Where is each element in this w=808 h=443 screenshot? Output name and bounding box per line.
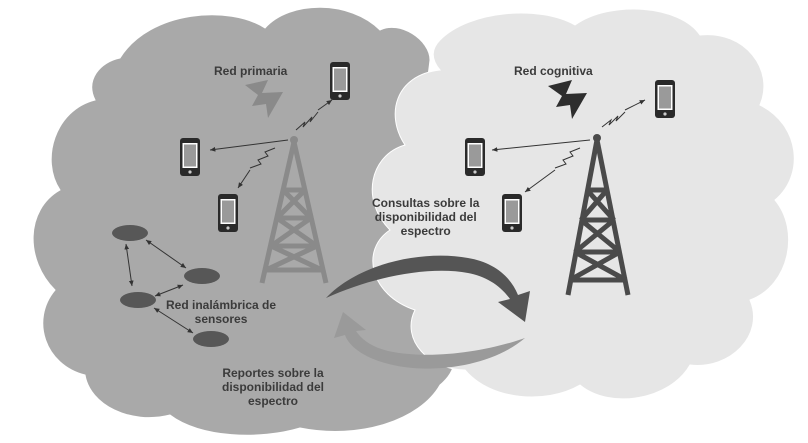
spectrum-queries-label: Consultas sobre la disponibilidad del es…: [372, 196, 479, 238]
link-arrow: [524, 169, 556, 193]
lightning-bolt-icon: [548, 80, 587, 119]
radio-wave: [249, 147, 276, 169]
link-arrow: [491, 139, 591, 152]
radio-wave: [554, 147, 581, 169]
sensor-network-label: Red inalámbrica de sensores: [166, 298, 276, 326]
primary-network-label: Red primaria: [214, 64, 288, 78]
link-arrow: [237, 169, 251, 189]
smartphone-icon: [218, 194, 238, 232]
smartphone-icon: [655, 80, 675, 118]
spectrum-reports-line-1: Reportes sobre la: [222, 366, 324, 380]
link-arrow: [209, 139, 289, 152]
radio-wave: [601, 111, 626, 128]
smartphone-icon: [465, 138, 485, 176]
spectrum-queries-line-2: disponibilidad del: [374, 210, 477, 224]
query-arrow: [326, 255, 530, 322]
sensor-links: [124, 239, 194, 334]
smartphone-icon: [330, 62, 350, 100]
radio-waves: [249, 111, 626, 169]
smartphone-icon: [180, 138, 200, 176]
cell-tower-icon: [259, 136, 329, 284]
spectrum-reports-line-3: espectro: [247, 394, 299, 408]
cell-tower-icon: [565, 134, 631, 296]
sensor-network-line-1: Red inalámbrica de: [166, 298, 277, 312]
sensor-node-icon: [193, 331, 229, 347]
sensor-node-icon: [184, 268, 220, 284]
smartphone-icon: [502, 194, 522, 232]
sensor-node-icon: [112, 225, 148, 241]
transmission-arrows: [209, 99, 646, 193]
link-arrow: [624, 99, 646, 111]
lightning-bolt-icon: [245, 80, 283, 118]
spectrum-queries-line-3: espectro: [400, 224, 451, 238]
cognitive-network-label: Red cognitiva: [514, 64, 593, 78]
link-arrow: [317, 99, 333, 111]
sensor-node-icon: [120, 292, 156, 308]
report-arrow: [334, 312, 525, 369]
spectrum-queries-line-1: Consultas sobre la: [372, 196, 480, 210]
radio-wave: [295, 111, 319, 131]
sensor-network-line-2: sensores: [194, 312, 248, 326]
spectrum-reports-label: Reportes sobre la disponibilidad del esp…: [222, 366, 324, 408]
sensor-nodes: [112, 225, 229, 347]
spectrum-reports-line-2: disponibilidad del: [222, 380, 324, 394]
